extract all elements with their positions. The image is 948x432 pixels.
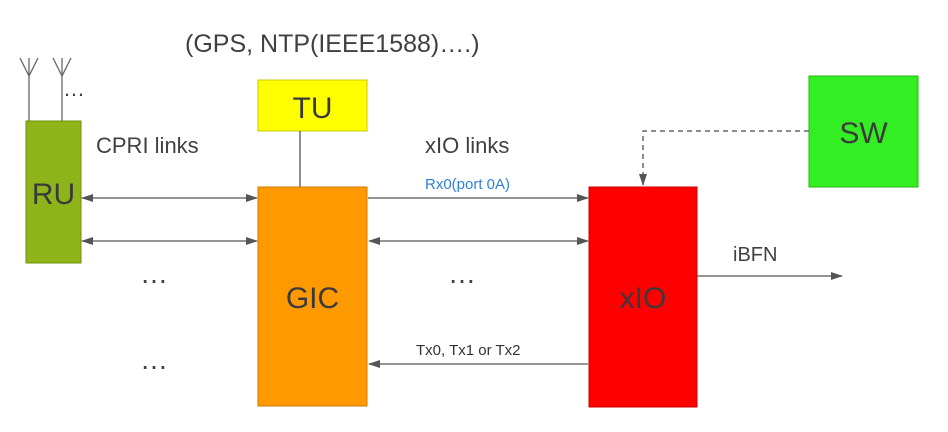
- top-note: (GPS, NTP(IEEE1588)….): [185, 30, 480, 58]
- tu-block: [257, 79, 368, 132]
- dots-mid: …: [448, 258, 476, 289]
- rx0-label: Rx0(port 0A): [425, 176, 510, 193]
- xio-block: [588, 186, 698, 408]
- gic-block: [257, 186, 368, 407]
- gic-label: GIC: [286, 282, 339, 315]
- tx-label: Tx0, Tx1 or Tx2: [416, 342, 520, 359]
- cpri-links-label: CPRI links: [96, 133, 199, 158]
- dots-left-2: …: [140, 344, 168, 375]
- sw-label: SW: [839, 117, 888, 150]
- dots-left-1: …: [140, 258, 168, 289]
- xio-links-label: xIO links: [425, 133, 509, 158]
- tu-label: TU: [293, 92, 333, 125]
- antenna-icon: [19, 57, 72, 121]
- ibfn-label: iBFN: [733, 244, 777, 266]
- ru-label: RU: [32, 178, 75, 211]
- antenna-dots: …: [63, 76, 85, 101]
- sw-block: [808, 75, 919, 188]
- sw-xio-dashed-link: [639, 130, 809, 186]
- xio-label: xIO: [620, 282, 667, 315]
- ru-block: [25, 120, 82, 264]
